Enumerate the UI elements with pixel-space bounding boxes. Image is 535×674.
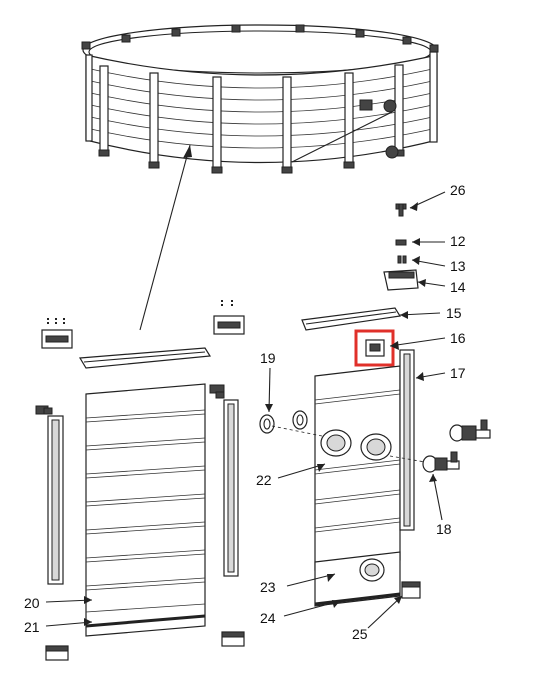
highlight-box-part-16	[354, 329, 395, 367]
top-clip-left	[41, 318, 73, 349]
part-26-pin	[395, 203, 407, 217]
label-21: 21	[24, 619, 40, 635]
callout-labels: 26 12 13 14 15 16 17 19 22 18 23 20 21 2…	[24, 182, 466, 642]
leader-lines	[45, 191, 446, 629]
label-15: 15	[446, 305, 462, 321]
label-25: 25	[352, 626, 368, 642]
label-18: 18	[436, 521, 452, 537]
label-16: 16	[450, 330, 466, 346]
label-13: 13	[450, 258, 466, 274]
fitting-lower	[422, 451, 460, 473]
left-wall-section	[35, 300, 245, 661]
top-clip-right	[213, 300, 245, 335]
label-24: 24	[260, 610, 276, 626]
label-26: 26	[450, 182, 466, 198]
label-17: 17	[450, 365, 466, 381]
part-14-cap	[383, 269, 419, 291]
part-16-clip	[365, 339, 385, 357]
assembled-pool	[81, 24, 439, 174]
label-12: 12	[450, 233, 466, 249]
label-23: 23	[260, 579, 276, 595]
leader-assembly	[139, 144, 191, 331]
part-12	[395, 239, 407, 246]
label-19: 19	[260, 350, 276, 366]
label-14: 14	[450, 279, 466, 295]
label-22: 22	[256, 472, 272, 488]
right-wall-section	[259, 203, 491, 607]
fitting-upper	[449, 419, 491, 442]
label-20: 20	[24, 595, 40, 611]
part-13	[397, 255, 407, 264]
